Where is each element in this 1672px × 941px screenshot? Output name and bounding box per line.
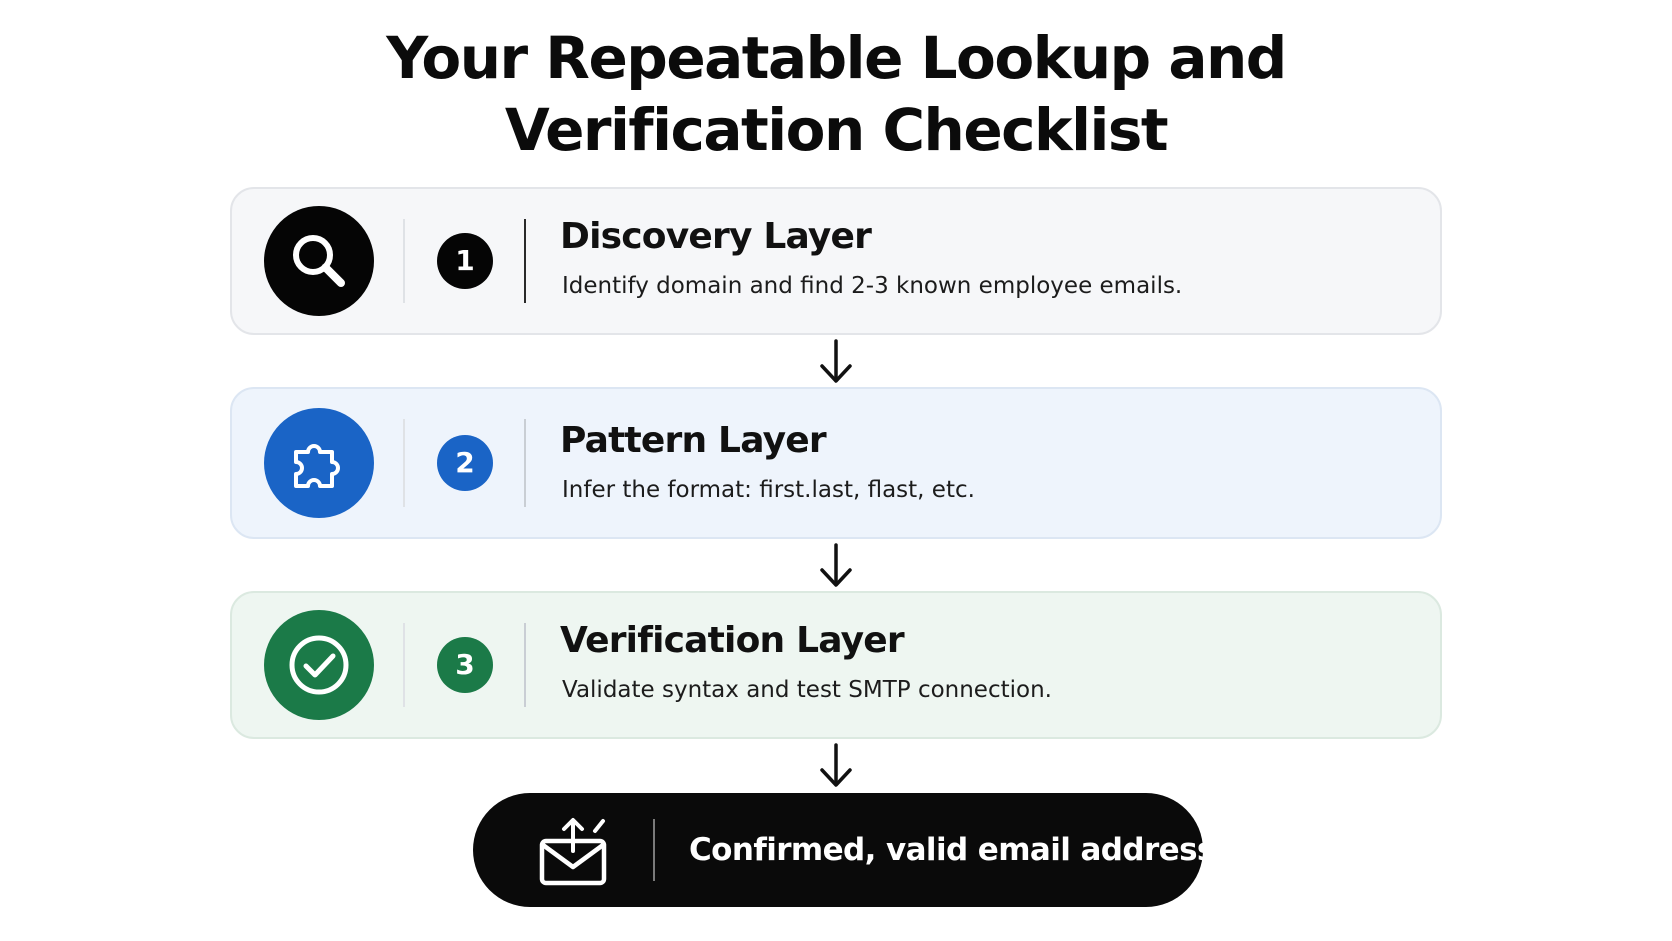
envelope-send-icon (539, 818, 607, 886)
title-line-2: Verification Checklist (504, 96, 1169, 164)
step-title: Discovery Layer (560, 216, 872, 257)
step-card-pattern: 2 Pattern Layer Infer the format: first.… (230, 387, 1442, 539)
title-line-1: Your Repeatable Lookup and (386, 24, 1287, 92)
result-pill: Confirmed, valid email address (473, 793, 1215, 907)
divider (403, 219, 405, 303)
divider (403, 623, 405, 707)
step-description: Validate syntax and test SMTP connection… (562, 677, 1052, 703)
divider (653, 819, 655, 881)
divider (403, 419, 405, 507)
step-number-badge: 2 (437, 435, 493, 491)
arrow-down-icon (820, 339, 852, 383)
search-icon (264, 206, 374, 316)
step-title: Verification Layer (560, 620, 905, 661)
step-number-badge: 3 (437, 637, 493, 693)
arrow-down-icon (820, 543, 852, 587)
step-card-discovery: 1 Discovery Layer Identify domain and fi… (230, 187, 1442, 335)
divider (524, 623, 526, 707)
divider (524, 219, 526, 303)
arrow-down-icon (820, 743, 852, 787)
puzzle-piece-icon (264, 408, 374, 518)
divider (524, 419, 526, 507)
step-description: Identify domain and find 2-3 known emplo… (562, 273, 1183, 299)
result-label: Confirmed, valid email address (689, 832, 1215, 868)
step-description: Infer the format: first.last, flast, etc… (562, 477, 975, 503)
page-title: Your Repeatable Lookup and Verification … (0, 22, 1672, 166)
step-title: Pattern Layer (560, 420, 827, 461)
check-circle-icon (264, 610, 374, 720)
step-card-verification: 3 Verification Layer Validate syntax and… (230, 591, 1442, 739)
step-number-badge: 1 (437, 233, 493, 289)
